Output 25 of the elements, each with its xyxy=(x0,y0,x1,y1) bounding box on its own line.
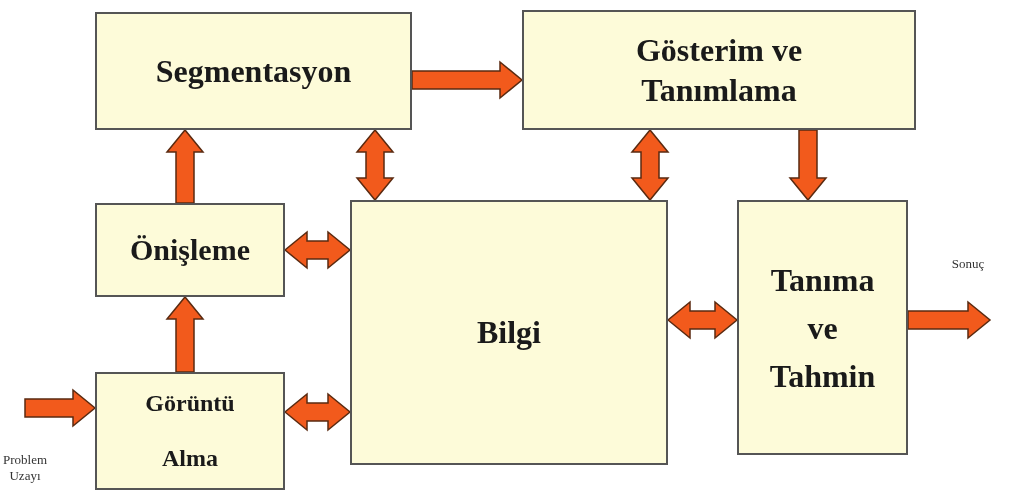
process-box xyxy=(95,203,285,297)
block-arrow xyxy=(411,60,524,100)
process-box xyxy=(95,12,412,130)
block-arrow xyxy=(666,300,739,340)
block-arrow xyxy=(165,128,205,204)
block-arrow xyxy=(165,295,205,373)
box-label: Tanıma ve Tahmin xyxy=(768,260,877,396)
box-label: Bilgi xyxy=(477,313,541,352)
process-box xyxy=(522,10,916,130)
block-arrow xyxy=(355,128,395,202)
block-arrow xyxy=(788,129,828,202)
block-arrow xyxy=(283,230,352,270)
note-text: Problem Uzayı xyxy=(1,452,49,484)
box-label: Segmentasyon xyxy=(155,51,352,91)
box-label: Önişleme xyxy=(130,232,250,268)
block-arrow xyxy=(907,300,992,340)
box-label: Görüntü Alma xyxy=(144,388,236,473)
block-arrow xyxy=(24,388,97,428)
process-box xyxy=(350,200,668,465)
block-arrow xyxy=(283,392,352,432)
note-text: Sonuç xyxy=(950,256,986,272)
process-box xyxy=(95,372,285,490)
process-box xyxy=(737,200,908,455)
block-arrow xyxy=(630,128,670,202)
box-label: Gösterim ve Tanımlama xyxy=(634,31,804,110)
